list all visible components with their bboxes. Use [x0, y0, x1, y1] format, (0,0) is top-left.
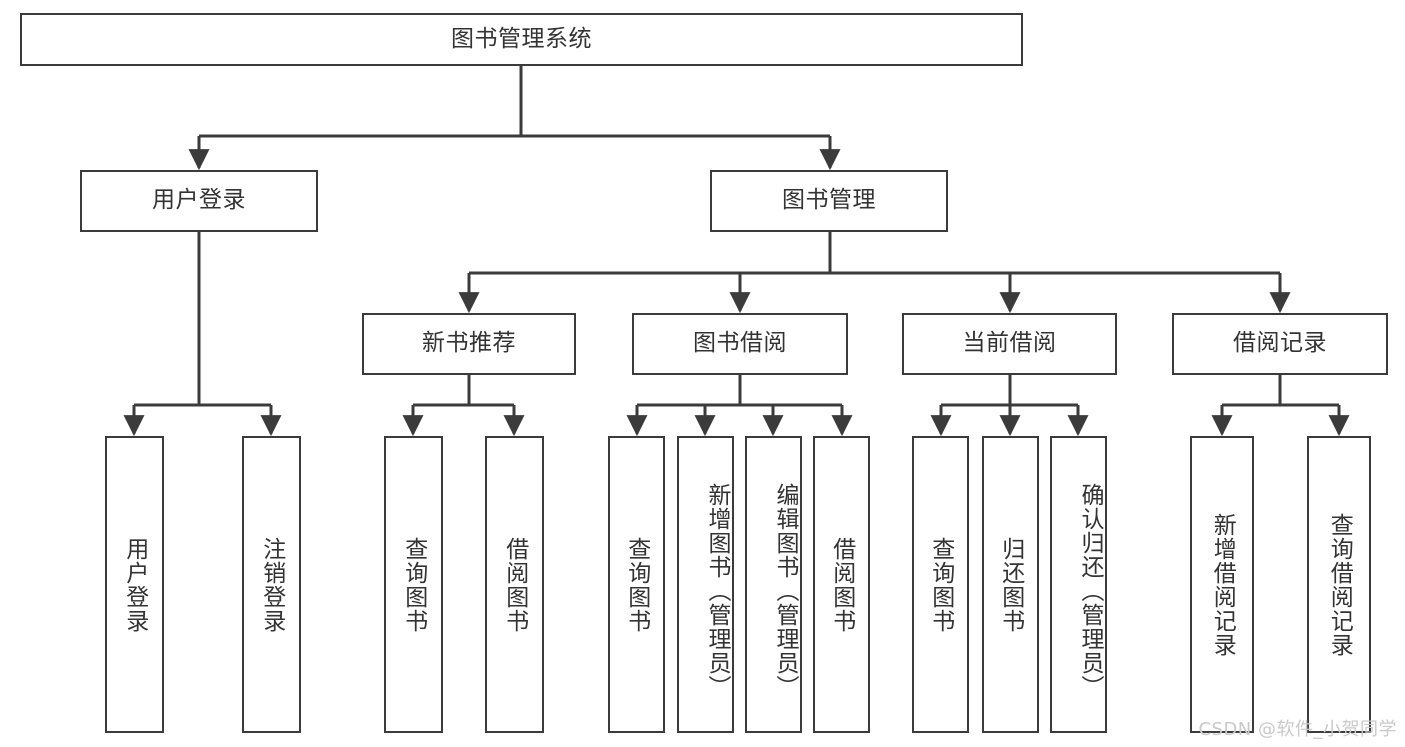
node-label: 新书推荐	[422, 330, 516, 357]
watermark-text: CSDN @软件_小贺同学	[1198, 719, 1397, 740]
node-label: 查询图书	[927, 536, 954, 633]
node-new-book-recommend[interactable]: 新书推荐	[362, 313, 576, 375]
leaf-book-borrow-add-book-admin[interactable]: 新增图书（管理员）	[677, 436, 734, 733]
leaf-borrow-record-add-record[interactable]: 新增借阅记录	[1190, 436, 1254, 733]
node-label: 查询借阅记录	[1326, 512, 1353, 657]
node-label: 图书管理系统	[451, 25, 592, 52]
node-label: 编辑图书（管理员）	[772, 482, 798, 699]
node-borrow-record[interactable]: 借阅记录	[1172, 313, 1388, 375]
node-label: 用户登录	[121, 536, 148, 633]
node-book-management[interactable]: 图书管理	[710, 170, 948, 232]
leaf-book-borrow-borrow-book[interactable]: 借阅图书	[813, 436, 870, 733]
node-label: 图书借阅	[693, 330, 787, 357]
leaf-current-borrow-query-book[interactable]: 查询图书	[912, 436, 969, 733]
leaf-current-borrow-confirm-return-admin[interactable]: 确认归还（管理员）	[1050, 436, 1107, 733]
leaf-book-borrow-edit-book-admin[interactable]: 编辑图书（管理员）	[745, 436, 802, 733]
leaf-new-book-borrow-book[interactable]: 借阅图书	[485, 436, 544, 733]
leaf-current-borrow-return-book[interactable]: 归还图书	[982, 436, 1039, 733]
node-label: 当前借阅	[962, 330, 1057, 357]
leaf-book-borrow-query-book[interactable]: 查询图书	[608, 436, 665, 733]
node-label: 归还图书	[997, 536, 1024, 633]
node-label: 图书管理	[782, 187, 876, 214]
node-label: 新增借阅记录	[1209, 512, 1236, 657]
node-label: 查询图书	[623, 536, 650, 633]
node-book-borrow[interactable]: 图书借阅	[632, 313, 848, 375]
node-root-book-management-system[interactable]: 图书管理系统	[20, 13, 1023, 66]
leaf-user-login-login[interactable]: 用户登录	[105, 436, 164, 733]
leaf-borrow-record-query-record[interactable]: 查询借阅记录	[1307, 436, 1371, 733]
node-label: 注销登录	[258, 536, 285, 633]
node-user-login[interactable]: 用户登录	[80, 170, 318, 232]
node-label: 查询图书	[400, 536, 427, 633]
node-label: 新增图书（管理员）	[704, 482, 730, 699]
node-label: 借阅图书	[501, 536, 528, 633]
leaf-user-login-logout[interactable]: 注销登录	[242, 436, 301, 733]
node-current-borrow[interactable]: 当前借阅	[902, 313, 1117, 375]
node-label: 借阅记录	[1233, 330, 1327, 357]
node-label: 确认归还（管理员）	[1077, 482, 1103, 699]
leaf-new-book-query-book[interactable]: 查询图书	[384, 436, 443, 733]
node-label: 借阅图书	[828, 536, 855, 633]
node-label: 用户登录	[152, 187, 246, 214]
